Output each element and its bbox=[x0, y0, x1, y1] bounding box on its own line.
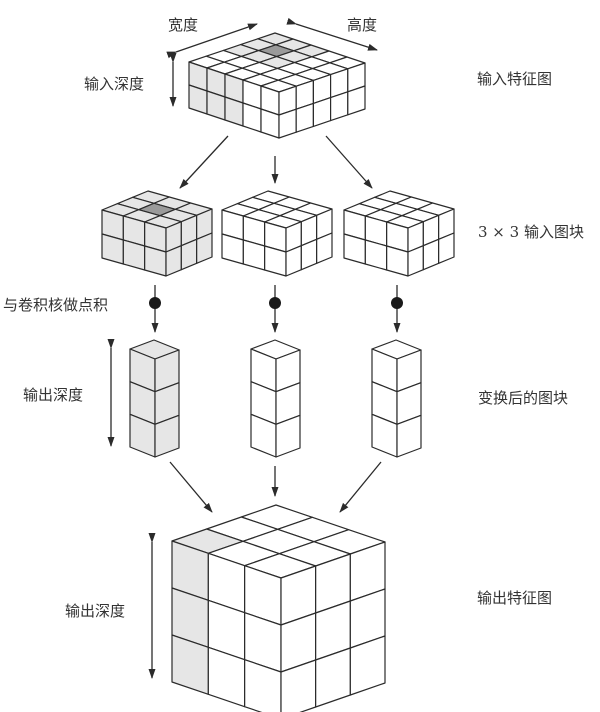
flow-arrow-right-2 bbox=[339, 461, 382, 513]
left-face-cell bbox=[386, 245, 409, 277]
width-label: 宽度 bbox=[168, 16, 198, 34]
left-face-cell bbox=[221, 233, 244, 265]
dot-product-op-3 bbox=[391, 285, 403, 333]
left-face-cell bbox=[144, 245, 167, 277]
transformed-patch-2 bbox=[250, 339, 301, 458]
left-face-cell bbox=[101, 233, 124, 265]
input-patch-2 bbox=[221, 190, 333, 277]
dot-product-icon bbox=[269, 297, 281, 309]
right-face-cell bbox=[196, 232, 213, 264]
right-face-cell bbox=[278, 108, 297, 139]
dot-product-label: 与卷积核做点积 bbox=[3, 296, 108, 314]
height-label: 高度 bbox=[347, 16, 377, 34]
right-face-cell bbox=[349, 635, 386, 696]
input-patches-label: 3 × 3 输入图块 bbox=[478, 223, 584, 241]
left-face-cell bbox=[264, 245, 287, 277]
dot-product-op-1 bbox=[149, 285, 161, 333]
left-face-cell bbox=[364, 239, 388, 271]
input-depth-label: 输入深度 bbox=[84, 75, 144, 93]
dot-product-icon bbox=[149, 297, 161, 309]
right-face-cell bbox=[438, 232, 455, 264]
flow-arrow-right-1 bbox=[325, 135, 373, 189]
dot-product-op-2 bbox=[269, 285, 281, 333]
output-depth-cube-label: 输出深度 bbox=[65, 602, 125, 620]
output-feature-map-label: 输出特征图 bbox=[477, 589, 552, 607]
transformed-patch-3 bbox=[371, 339, 422, 458]
left-face-cell bbox=[122, 239, 146, 271]
left-face-cell bbox=[244, 659, 282, 712]
transformed-patches-label: 变换后的图块 bbox=[478, 389, 568, 407]
dot-product-icon bbox=[391, 297, 403, 309]
input-feature-map bbox=[188, 32, 366, 139]
right-face-cell bbox=[316, 232, 333, 264]
right-face-cell bbox=[347, 85, 366, 116]
transformed-patch-1 bbox=[129, 339, 180, 458]
flow-arrow-left-2 bbox=[169, 461, 213, 513]
input-feature-map-label: 输入特征图 bbox=[477, 70, 552, 88]
width-arrow bbox=[166, 23, 258, 59]
height-arrow bbox=[286, 17, 378, 51]
right-face-cell bbox=[275, 414, 301, 458]
left-face-cell bbox=[242, 239, 266, 271]
right-face-cell bbox=[312, 96, 332, 128]
input-patch-1 bbox=[101, 190, 213, 277]
right-face-cell bbox=[154, 414, 180, 458]
input-patch-3 bbox=[343, 190, 455, 277]
flow-arrow-left-1 bbox=[179, 135, 229, 189]
right-face-cell bbox=[295, 102, 314, 133]
output-depth-column-label: 输出深度 bbox=[23, 386, 83, 404]
left-face-cell bbox=[343, 233, 366, 265]
output-feature-map bbox=[171, 504, 386, 712]
right-face-cell bbox=[396, 414, 422, 458]
right-face-cell bbox=[330, 91, 349, 122]
